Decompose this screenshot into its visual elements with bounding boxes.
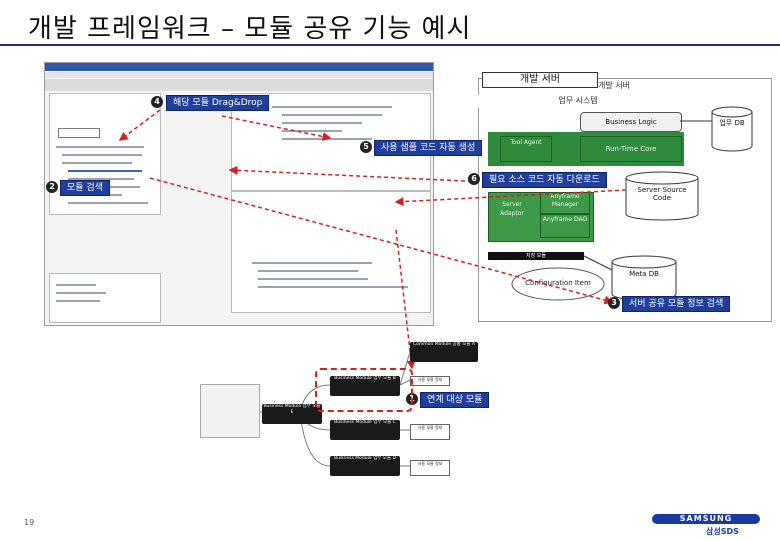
source-code-cylinder xyxy=(625,171,699,221)
tree-mini-box: 사용 모듈 정보 xyxy=(410,376,450,386)
tree-thumbnail xyxy=(200,384,260,438)
prop-line xyxy=(56,292,106,294)
configuration-item-ellipse xyxy=(511,267,605,301)
runtime-core-box: Run-Time Core xyxy=(580,136,682,162)
step-3-label: 서버 공유 모듈 정보 검색 xyxy=(622,296,731,312)
arrow-to-tree xyxy=(395,229,416,370)
target-module-highlight xyxy=(315,368,413,412)
step-6-number: 6 xyxy=(468,173,480,185)
business-logic-box: Business Logic xyxy=(580,112,682,132)
title-divider xyxy=(0,44,780,46)
tree-line xyxy=(62,162,132,164)
code-line xyxy=(258,278,368,280)
step-2-label: 모듈 검색 xyxy=(60,180,110,196)
code-line xyxy=(258,270,358,272)
tool-agent-box: Tool Agent xyxy=(500,136,552,162)
tree-mini-box: 사용 모듈 정보 xyxy=(410,424,450,440)
server-adaptor-label: Server Adaptor xyxy=(500,201,524,217)
tree-node-highlighted: Business Module 업무 모듈 B xyxy=(330,376,400,396)
step-5-label: 사용 샘플 코드 자동 생성 xyxy=(374,140,483,156)
source-code-label: Server Source Code xyxy=(637,186,687,202)
anyframe-manager-box: Anyframe Manager xyxy=(540,192,590,214)
tree-node: Business Module 업무 모듈 D xyxy=(330,456,400,476)
code-line xyxy=(272,106,392,108)
tree-mini-box: 사용 모듈 정보 xyxy=(410,460,450,476)
storage-module-bar: 저장 모듈 xyxy=(488,252,584,260)
code-line xyxy=(282,122,362,124)
code-line xyxy=(282,130,342,132)
server-label: 개발 서버 xyxy=(482,72,598,88)
meta-db-label: Meta DB xyxy=(629,270,659,278)
tree-node-root: Business Module 업무 모듈 E xyxy=(262,404,322,424)
biz-db-label: 업무 DB xyxy=(719,119,745,127)
step-6-label: 필요 소스 코드 자동 다운로드 xyxy=(482,172,607,188)
ide-titlebar xyxy=(45,63,433,71)
step-2-number: 2 xyxy=(46,181,58,193)
biz-system-label: 업무 시스템 xyxy=(478,94,678,108)
step-4-number: 4 xyxy=(151,96,163,108)
tree-line xyxy=(68,178,134,180)
biz-db-cylinder xyxy=(711,106,753,152)
ide-menubar xyxy=(45,72,433,78)
tree-line xyxy=(68,202,148,204)
page-title: 개발 프레임워크 – 모듈 공유 기능 예시 xyxy=(28,14,472,44)
tree-node: Common Module 공통 모듈 A xyxy=(410,342,478,362)
arrow-step2-to-3 xyxy=(149,177,614,305)
step-1-label: 연계 대상 모듈 xyxy=(420,392,490,408)
tree-line xyxy=(56,146,144,148)
dev-server-label: 개발 서버 xyxy=(598,81,630,90)
code-line xyxy=(258,286,408,288)
arrow-step4 xyxy=(118,109,161,141)
ide-toolbar xyxy=(45,79,433,91)
page-number: 19 xyxy=(24,518,35,527)
prop-line xyxy=(56,300,100,302)
step-3-number: 3 xyxy=(608,297,620,309)
code-line xyxy=(252,262,372,264)
arrow-source-download xyxy=(394,189,627,207)
anyframe-dao-box: Anyframe DAO xyxy=(540,214,590,238)
step-5-number: 5 xyxy=(360,141,372,153)
prop-line xyxy=(56,284,96,286)
tree-line xyxy=(62,154,142,156)
meta-db-cylinder xyxy=(611,255,677,301)
samsung-logo: SAMSUNG xyxy=(652,514,760,524)
tree-line-selected xyxy=(68,170,142,172)
ide-properties-panel xyxy=(49,273,161,323)
arrow-step6 xyxy=(228,165,487,183)
code-line xyxy=(282,114,382,116)
arrow-step5 xyxy=(221,115,332,141)
samsung-sds-logo: 삼성SDS xyxy=(706,527,739,536)
ide-search-input xyxy=(58,128,100,138)
step-4-label: 해당 모듈 Drag&Drop xyxy=(166,95,270,111)
ide-bottom-panel xyxy=(231,191,431,313)
connector-line xyxy=(583,255,613,271)
configuration-item-label: Configuration Item xyxy=(525,279,591,287)
tree-node: Business Module 업무 모듈 C xyxy=(330,420,400,440)
